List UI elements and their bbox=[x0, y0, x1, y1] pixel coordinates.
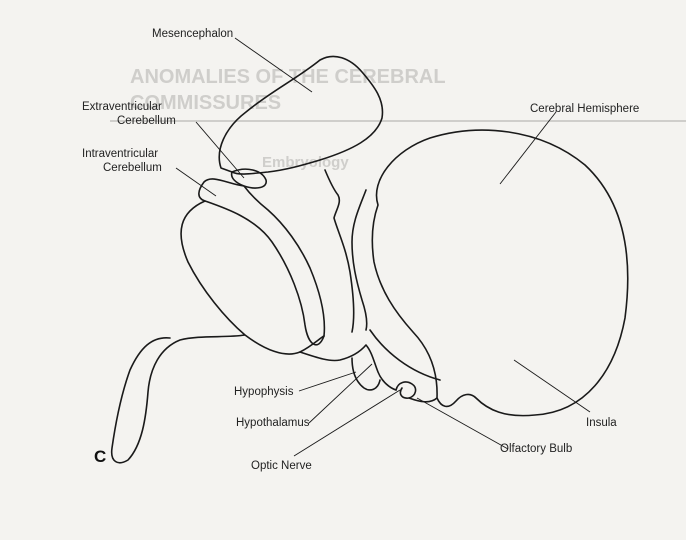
mesencephalon-outline bbox=[219, 56, 382, 174]
leader-insula bbox=[514, 360, 590, 412]
label-intraventricular-cerebellum: Intraventricular Cerebellum bbox=[82, 148, 162, 174]
label-cerebral-hemisphere: Cerebral Hemisphere bbox=[530, 103, 639, 115]
cerebral-hemisphere-outline bbox=[372, 130, 627, 416]
optic-nerve-outline bbox=[396, 382, 416, 398]
label-mesencephalon: Mesencephalon bbox=[152, 28, 233, 40]
label-intraventricular-line1: Intraventricular bbox=[82, 148, 158, 160]
label-extraventricular-line2: Cerebellum bbox=[117, 115, 176, 127]
label-insula: Insula bbox=[586, 417, 617, 429]
intraventricular-cerebellum-outline bbox=[199, 179, 325, 345]
inner-fold-outline bbox=[325, 170, 354, 332]
leader-mesencephalon bbox=[235, 38, 312, 92]
leader-extraventricular bbox=[196, 122, 244, 178]
label-hypothalamus: Hypothalamus bbox=[236, 417, 310, 429]
leader-hypothalamus bbox=[309, 364, 372, 423]
label-intraventricular-line2: Cerebellum bbox=[103, 162, 162, 174]
hypophysis-outline bbox=[352, 358, 380, 390]
diencephalon-floor-outline bbox=[300, 345, 396, 390]
leader-optic-nerve bbox=[294, 390, 400, 456]
panel-letter: C bbox=[94, 447, 106, 466]
label-extraventricular-cerebellum: Extraventricular Cerebellum bbox=[82, 101, 176, 127]
label-extraventricular-line1: Extraventricular bbox=[82, 101, 162, 113]
label-olfactory-bulb: Olfactory Bulb bbox=[500, 443, 572, 455]
leader-hypophysis bbox=[299, 372, 356, 391]
leader-cerebral-hemisphere bbox=[500, 112, 556, 184]
leader-olfactory-bulb bbox=[417, 398, 508, 449]
leader-intraventricular bbox=[176, 168, 216, 196]
label-hypophysis: Hypophysis bbox=[234, 386, 294, 398]
label-optic-nerve: Optic Nerve bbox=[251, 460, 312, 472]
